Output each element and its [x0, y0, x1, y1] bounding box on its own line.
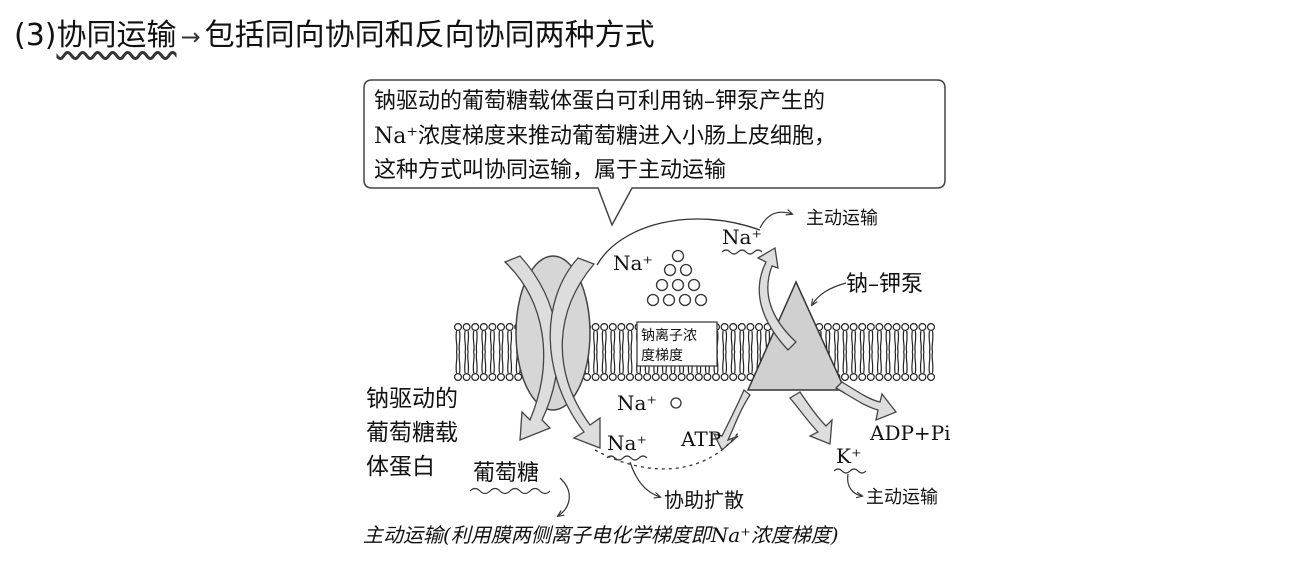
label-atp: ATP — [680, 427, 721, 451]
carrier-arrows — [503, 255, 601, 449]
wavy-underline-na-lower — [606, 455, 648, 461]
heading-description: 包括同向协同和反向协同两种方式 — [204, 18, 655, 53]
label-na-top-right: Na⁺ — [722, 225, 762, 249]
label-active-transport-top: 主动运输 — [806, 208, 878, 229]
label-na-mid: Na⁺ — [617, 391, 657, 415]
arrow-to-active-right — [847, 473, 862, 496]
label-carrier-line2: 葡萄糖载 — [366, 420, 458, 446]
label-k: K⁺ — [836, 444, 862, 468]
wavy-underline-glucose — [469, 487, 551, 495]
label-na-lower: Na⁺ — [607, 431, 647, 455]
label-active-transport-right: 主动运输 — [866, 487, 938, 508]
pump-arrows — [712, 246, 898, 452]
wavy-underline-na-top — [721, 249, 763, 255]
arrow-glucose-to-bottom — [558, 477, 570, 516]
label-carrier-line3: 体蛋白 — [366, 454, 435, 480]
dashed-transport-path — [594, 429, 741, 470]
label-glucose: 葡萄糖 — [473, 461, 539, 486]
heading-number: (3) — [14, 18, 57, 53]
callout-line3: 这种方式叫协同运输，属于主动运输 — [374, 158, 726, 183]
callout-bubble — [363, 79, 946, 227]
heading-topic: 协同运输 — [56, 18, 177, 53]
pump-label-pointer — [812, 282, 847, 305]
arrow-to-active-top — [759, 212, 792, 229]
gradient-label-line1: 钠离子浓 — [641, 327, 697, 344]
label-sodium-potassium-pump: 钠–钾泵 — [846, 272, 923, 297]
gradient-label-line2: 度梯度 — [641, 348, 683, 364]
gradient-label-box — [636, 321, 718, 367]
label-adp-pi: ADP+Pi — [869, 421, 951, 445]
label-carrier-line1: 钠驱动的 — [366, 386, 458, 412]
sodium-potassium-pump — [746, 280, 847, 391]
label-facilitated-diffusion: 协助扩散 — [664, 488, 744, 512]
label-bottom-note: 主动运输(利用膜两侧离子电化学梯度即Na⁺浓度梯度) — [363, 523, 839, 547]
wavy-underline-k — [833, 468, 867, 474]
heading-arrow-icon: → — [180, 23, 201, 51]
section-heading: (3)协同运输→包括同向协同和反向协同两种方式 — [14, 10, 655, 54]
sodium-loop-line — [596, 218, 761, 266]
callout-line1: 钠驱动的葡萄糖载体蛋白可利用钠–钾泵产生的 — [374, 89, 825, 114]
arrow-to-facilitated — [629, 461, 660, 497]
callout-line2: Na⁺浓度梯度来推动葡萄糖进入小肠上皮细胞， — [374, 124, 836, 149]
sodium-gradient-circles — [646, 249, 708, 409]
label-na-upper: Na⁺ — [613, 251, 653, 275]
